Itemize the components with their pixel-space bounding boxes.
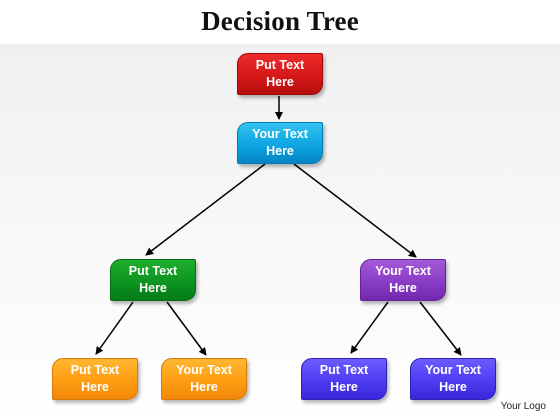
node-leaf-left-right[interactable]: Your Text Here [161, 358, 247, 400]
node-leaf-right-left[interactable]: Put Text Here [301, 358, 387, 400]
logo-text: Your Logo [500, 401, 546, 412]
node-right-label: Your Text Here [375, 264, 431, 295]
edge-level1-to-right [293, 163, 417, 258]
node-left[interactable]: Put Text Here [110, 259, 196, 301]
node-leaf-left-left[interactable]: Put Text Here [52, 358, 138, 400]
edge-right-to-leaf-rr [419, 301, 462, 356]
node-root[interactable]: Put Text Here [237, 53, 323, 95]
page-title: Decision Tree [201, 6, 359, 36]
title-band [0, 0, 560, 44]
node-leaf-left-right-label: Your Text Here [176, 363, 232, 394]
node-left-label: Put Text Here [128, 264, 178, 295]
node-right[interactable]: Your Text Here [360, 259, 446, 301]
node-leaf-right-right[interactable]: Your Text Here [410, 358, 496, 400]
edge-left-to-leaf-lr [166, 301, 207, 356]
node-root-label: Put Text Here [255, 58, 305, 89]
node-level1[interactable]: Your Text Here [237, 122, 323, 164]
node-leaf-right-left-label: Put Text Here [319, 363, 369, 394]
node-leaf-right-right-label: Your Text Here [425, 363, 481, 394]
node-level1-label: Your Text Here [252, 127, 308, 158]
edge-level1-to-left [145, 163, 266, 256]
diagram-canvas [0, 44, 560, 420]
edge-left-to-leaf-ll [95, 301, 134, 355]
edge-right-to-leaf-rl [350, 301, 389, 354]
node-leaf-left-left-label: Put Text Here [70, 363, 120, 394]
